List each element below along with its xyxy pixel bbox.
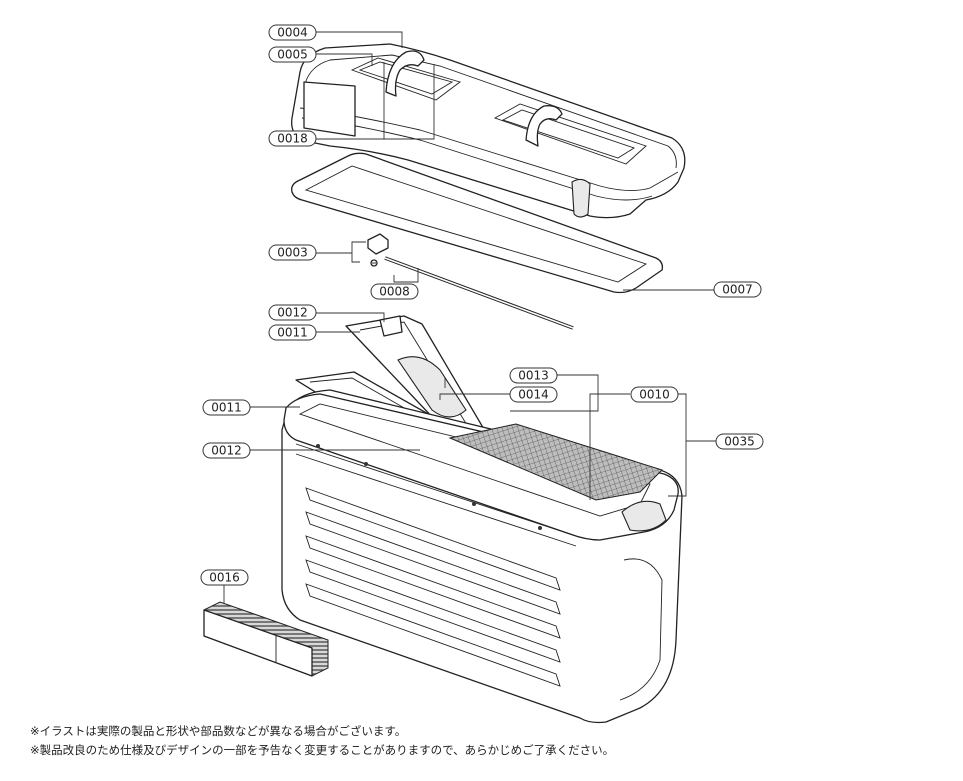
svg-text:0018: 0018 [277, 132, 308, 146]
leader-lines [223, 31, 716, 604]
svg-text:0012: 0012 [211, 444, 242, 458]
base-housing [281, 389, 683, 724]
label-0003: 0003 [268, 244, 317, 261]
disclaimer-notes: ※イラストは実際の製品と形状や部品数などが異なる場合がございます。 ※製品改良の… [30, 722, 614, 760]
svg-text:0003: 0003 [277, 246, 308, 260]
svg-text:0035: 0035 [724, 435, 755, 449]
svg-text:0011: 0011 [211, 401, 242, 415]
svg-text:0011: 0011 [277, 326, 308, 340]
label-0035: 0035 [715, 433, 764, 450]
label-0011-top: 0011 [268, 324, 317, 341]
svg-text:0005: 0005 [277, 48, 308, 62]
svg-text:0014: 0014 [518, 388, 549, 402]
label-0011-left: 0011 [202, 399, 251, 416]
label-0012-top: 0012 [268, 304, 317, 321]
svg-text:0016: 0016 [209, 571, 240, 585]
disclaimer-line-1: ※イラストは実際の製品と形状や部品数などが異なる場合がございます。 [30, 724, 407, 738]
label-0018: 0018 [268, 130, 317, 147]
gasket-0007 [291, 152, 664, 294]
svg-text:0010: 0010 [639, 388, 670, 402]
filter-strips-0016 [203, 601, 329, 677]
top-lid [291, 43, 686, 219]
label-0010: 0010 [630, 386, 679, 403]
disclaimer-line-2: ※製品改良のため仕様及びデザインの一部を予告なく変更することがありますので、あら… [30, 743, 615, 757]
label-0004: 0004 [268, 24, 317, 41]
svg-text:0013: 0013 [518, 369, 549, 383]
label-0008: 0008 [370, 283, 419, 300]
svg-text:0004: 0004 [277, 26, 308, 40]
svg-text:0007: 0007 [722, 283, 753, 297]
label-0012-left: 0012 [202, 442, 251, 459]
svg-text:0012: 0012 [277, 306, 308, 320]
filter-frame-upper [345, 315, 489, 441]
label-0016: 0016 [200, 569, 249, 586]
label-0013: 0013 [509, 367, 558, 384]
label-0007: 0007 [713, 281, 762, 298]
hinge-parts [367, 233, 574, 330]
label-0014: 0014 [509, 386, 558, 403]
svg-text:0008: 0008 [379, 285, 410, 299]
label-0005: 0005 [268, 46, 317, 63]
